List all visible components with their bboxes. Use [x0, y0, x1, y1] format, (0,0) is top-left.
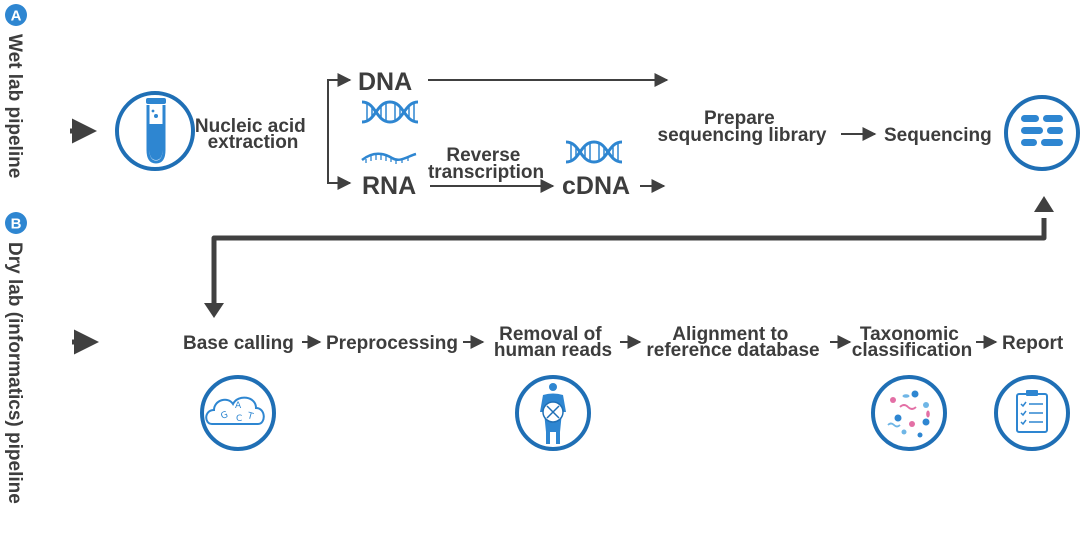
step-taxonomic-label: Taxonomic classification — [852, 324, 972, 361]
report-clipboard-icon — [994, 375, 1070, 451]
base-letter-c: C — [236, 414, 242, 424]
step-prepare-library-label: Prepare sequencing library — [658, 108, 827, 146]
test-tube-icon — [115, 91, 195, 171]
step-reverse-transcription-label: Reverse transcription — [428, 145, 544, 183]
step-rna-label: RNA — [362, 172, 416, 200]
sequencer-icon — [1004, 95, 1080, 171]
step-dna-label: DNA — [358, 68, 412, 96]
section-a-title: Wet lab pipeline — [4, 34, 25, 178]
step-extraction-label: Nucleic acid extraction — [195, 116, 311, 153]
section-b-badge-text: B — [11, 216, 22, 233]
step-removal-label: Removal of human reads — [494, 324, 612, 361]
section-a-badge: A — [5, 4, 27, 26]
base-letter-a: A — [235, 401, 242, 411]
section-b-badge: B — [5, 212, 27, 234]
rna-strand-icon — [361, 152, 417, 164]
base-letter-t: T — [245, 411, 254, 422]
branch-bracket — [327, 79, 352, 190]
step-preprocessing-label: Preprocessing — [326, 333, 458, 354]
section-a-badge-text: A — [11, 8, 22, 25]
section-b-title: Dry lab (informatics) pipeline — [4, 242, 25, 504]
cdna-helix-icon — [565, 140, 623, 164]
connector-arrow-up — [1034, 196, 1054, 212]
step-alignment-label: Alignment to reference database — [646, 324, 819, 361]
step-report-label: Report — [1002, 333, 1064, 354]
connector-line — [211, 218, 1047, 306]
connector-arrow-down — [204, 303, 224, 318]
microbes-icon — [871, 375, 947, 451]
dna-helix-icon — [361, 100, 419, 124]
step-base-calling-label: Base calling — [183, 333, 294, 354]
base-letter-g: G — [220, 410, 230, 422]
step-cdna-label: cDNA — [562, 172, 630, 200]
base-calling-cloud-icon: G A C T — [200, 375, 276, 451]
human-removal-icon — [515, 375, 591, 451]
step-sequencing-label: Sequencing — [884, 125, 992, 146]
